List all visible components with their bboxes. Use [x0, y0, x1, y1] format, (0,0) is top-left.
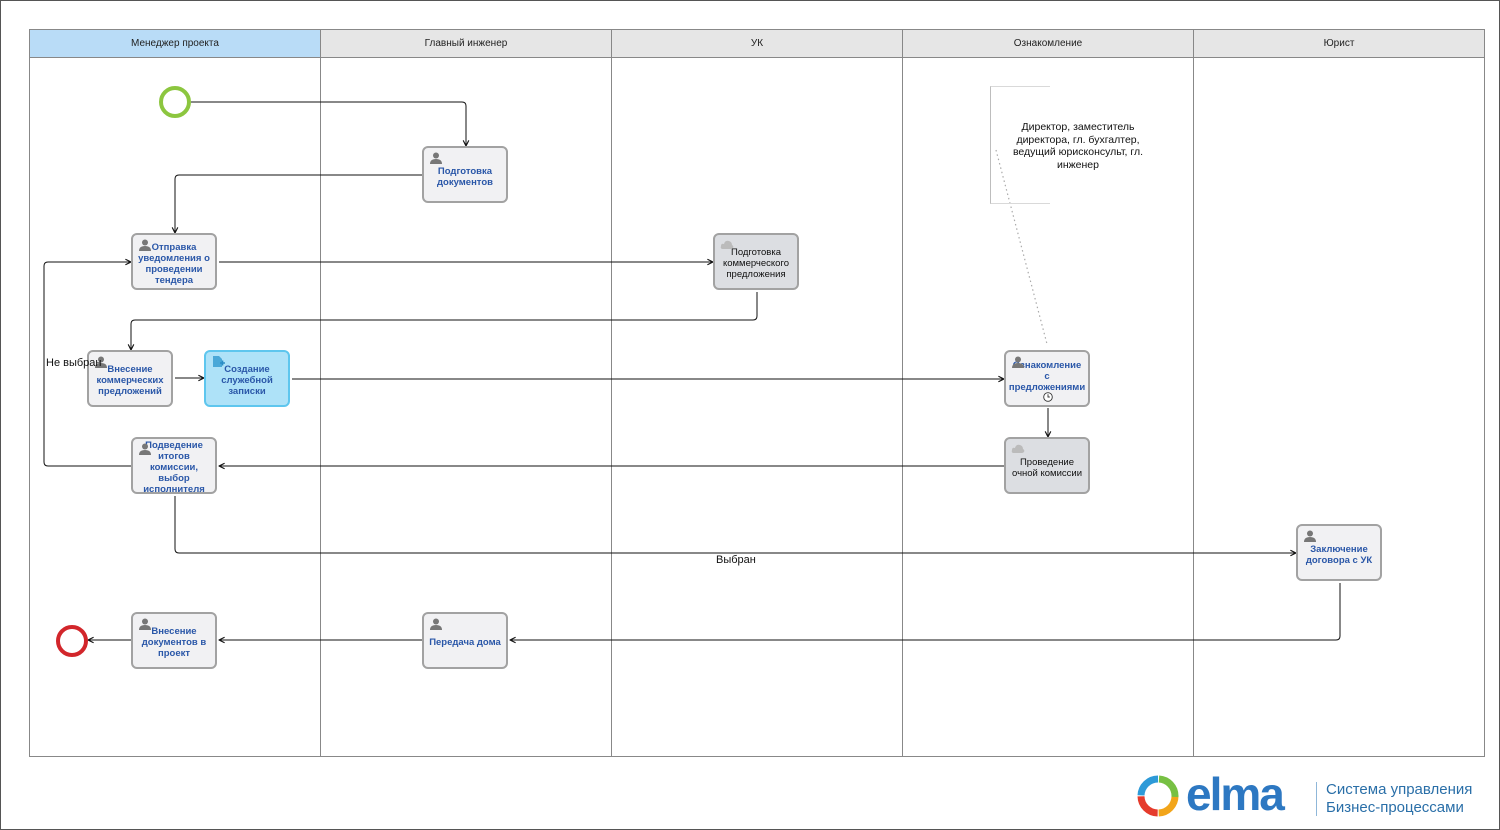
task-hold-commission[interactable]: Проведение очной комиссии — [1004, 437, 1090, 494]
task-label: Заключение договора с УК — [1305, 543, 1373, 566]
flow-contract-to-transfer — [510, 583, 1341, 640]
text-annotation-bracket[interactable] — [990, 86, 1050, 204]
task-label: Подведение итогов комиссии, выбор исполн… — [143, 440, 205, 495]
task-transfer-house[interactable]: Передача дома — [422, 612, 508, 669]
document-add-icon — [213, 356, 225, 367]
process-pool — [29, 29, 1485, 757]
cloud-icon — [720, 240, 734, 249]
edge-label-selected: Выбран — [716, 554, 756, 566]
timer-icon — [1043, 392, 1053, 402]
lane-header-review[interactable]: Ознакомление — [903, 30, 1194, 58]
lane-header-project-manager[interactable]: Менеджер проекта — [30, 30, 321, 58]
lane-divider — [902, 30, 903, 756]
flow-selected-to-contract — [174, 496, 1296, 553]
task-label: Ознакомление с предложениями — [1008, 360, 1086, 393]
cloud-icon — [1011, 444, 1025, 453]
logo-divider — [1316, 782, 1317, 816]
user-icon — [1304, 530, 1316, 542]
edge-label-not-selected: Не выбран — [46, 357, 102, 369]
lane-divider — [611, 30, 612, 756]
task-prepare-commercial-offer[interactable]: Подготовка коммерческого предложения — [713, 233, 799, 290]
task-enter-project-documents[interactable]: Внесение документов в проект — [131, 612, 217, 669]
task-sign-contract[interactable]: Заключение договора с УК — [1296, 524, 1382, 581]
lane-header-lawyer[interactable]: Юрист — [1194, 30, 1484, 58]
task-label: Подготовка документов — [437, 165, 493, 188]
task-summarize-commission[interactable]: Подведение итогов комиссии, выбор исполн… — [131, 437, 217, 495]
task-label: Создание служебной записки — [221, 364, 273, 397]
logo-tagline-line1: Система управления — [1326, 781, 1473, 798]
task-send-tender-notice[interactable]: Отправка уведомления о проведении тендер… — [131, 233, 217, 290]
task-prepare-documents[interactable]: Подготовка документов — [422, 146, 508, 203]
user-icon — [139, 443, 151, 455]
flow-start-to-prep-docs — [191, 101, 466, 146]
text-annotation: Директор, заместитель директора, гл. бух… — [1012, 121, 1144, 171]
task-create-memo[interactable]: Создание служебной записки — [204, 350, 290, 407]
flow-not-selected-loop — [43, 262, 131, 467]
flow-prep-offer-to-enter-offers — [131, 292, 758, 350]
elma-logo-icon — [1137, 775, 1179, 817]
lane-header-chief-engineer[interactable]: Главный инженер — [321, 30, 612, 58]
task-label: Отправка уведомления о проведении тендер… — [138, 241, 210, 286]
task-label: Внесение документов в проект — [141, 626, 207, 659]
task-enter-commercial-offers[interactable]: Внесение коммерческих предложений — [87, 350, 173, 407]
annotation-association — [995, 149, 1048, 345]
task-label: Проведение очной комиссии — [1012, 456, 1082, 479]
start-event[interactable] — [159, 86, 191, 118]
task-label: Внесение коммерческих предложений — [96, 364, 164, 397]
task-review-offers[interactable]: Ознакомление с предложениями — [1004, 350, 1090, 407]
user-icon — [139, 618, 151, 630]
user-icon — [139, 239, 151, 251]
lane-divider — [320, 30, 321, 756]
task-label: Подготовка коммерческого предложения — [722, 247, 790, 280]
logo-tagline-line2: Бизнес-процессами — [1326, 799, 1464, 816]
lane-divider — [1193, 30, 1194, 756]
user-icon — [95, 356, 107, 368]
user-icon — [430, 618, 442, 630]
user-icon — [430, 152, 442, 164]
flow-prep-docs-to-send-notice — [175, 174, 422, 233]
end-event[interactable] — [56, 625, 88, 657]
user-icon — [1012, 356, 1024, 368]
elma-logo-wordmark: elma — [1186, 768, 1285, 820]
task-label: Передача дома — [429, 637, 501, 648]
